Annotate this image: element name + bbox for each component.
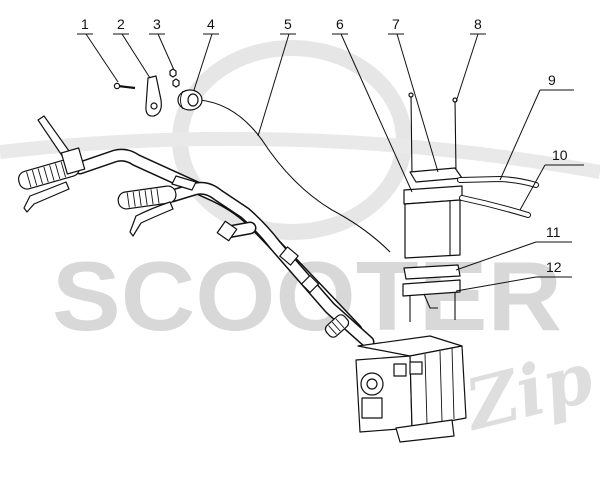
right-grip-ribs — [126, 188, 160, 208]
part-1-screw — [117, 84, 136, 90]
tube-sleeve-body — [324, 314, 350, 338]
right-grip-assembly — [117, 185, 177, 237]
small-parts — [113, 68, 203, 117]
gearbox-window-b — [409, 361, 423, 375]
left-grip-ribs — [26, 161, 67, 188]
watermark-swoosh — [0, 131, 600, 179]
leader-2 — [113, 33, 151, 79]
callout-12: 12 — [546, 259, 562, 275]
part-4-grommet-inner — [187, 93, 199, 107]
part-7-cap — [409, 167, 463, 183]
leader-10 — [519, 164, 584, 211]
left-grip-assembly — [17, 115, 86, 213]
leader-11 — [455, 241, 572, 271]
part-2-clip — [145, 75, 162, 117]
callout-4: 4 — [207, 16, 215, 32]
callout-1: 1 — [81, 16, 89, 32]
callout-6: 6 — [336, 16, 344, 32]
watermark: SCOOTER Zip — [0, 40, 600, 447]
right-tube-fill — [167, 183, 373, 347]
rod-tip-left — [408, 92, 414, 98]
part-4-grommet-ring — [180, 90, 184, 110]
watermark-script: Zip — [455, 335, 600, 447]
right-grip — [117, 185, 177, 210]
callout-2: 2 — [117, 16, 125, 32]
callout-5: 5 — [284, 16, 292, 32]
leader-8 — [455, 33, 486, 103]
side-cables — [457, 175, 539, 218]
leader-1 — [77, 33, 119, 83]
part-5-cable — [199, 99, 391, 253]
leader-6 — [332, 33, 413, 193]
callout-labels: 1 2 3 4 5 6 7 8 9 10 11 12 — [81, 16, 568, 275]
gearbox — [355, 335, 467, 443]
gearbox-shaft-inner — [366, 378, 378, 390]
tube-clamp-lower — [300, 274, 320, 294]
tube-sleeve — [324, 314, 350, 338]
callout-9: 9 — [548, 72, 556, 88]
left-lever-mount — [60, 147, 86, 175]
callout-11: 11 — [546, 224, 561, 240]
left-lower-lever — [23, 181, 70, 213]
part-1-screw-head — [113, 82, 121, 90]
part-12-bracket — [402, 279, 461, 297]
leader-9 — [499, 89, 574, 181]
gearbox-window-a — [393, 363, 407, 377]
part-11-plate — [403, 264, 461, 280]
callout-3: 3 — [153, 16, 161, 32]
part-3-nut-a — [169, 68, 177, 78]
frame-bracket — [171, 175, 197, 191]
tube-clamp-middle — [279, 246, 299, 266]
callout-10: 10 — [552, 147, 568, 163]
control-box-assembly — [402, 92, 463, 322]
part-8-rod — [454, 99, 457, 173]
gearbox-lower-block — [361, 397, 383, 419]
part-6-box — [404, 199, 461, 259]
callout-8: 8 — [474, 16, 482, 32]
gearbox-base — [395, 419, 455, 443]
leader-7 — [388, 33, 439, 173]
part-10-cable-fill — [460, 196, 530, 217]
right-grip-body — [117, 185, 177, 210]
part-3-nut-b — [172, 78, 180, 88]
tube-clamp-upper — [216, 220, 238, 242]
leader-12 — [455, 276, 572, 292]
part-2-clip-hole — [150, 102, 158, 110]
gearbox-side-ribs — [424, 347, 455, 425]
part-12-legs — [409, 292, 456, 322]
right-lower-lever — [129, 201, 174, 237]
tube-sleeve-ribs — [328, 318, 345, 335]
leader-5 — [257, 33, 296, 137]
leader-3 — [149, 33, 175, 71]
watermark-text: SCOOTER — [52, 241, 562, 351]
leader-lines — [77, 33, 584, 292]
part-7-rod — [410, 94, 413, 177]
leader-4 — [193, 33, 219, 91]
gearbox-side — [409, 345, 467, 429]
callout-7: 7 — [392, 16, 400, 32]
handlebar-frame — [73, 148, 375, 349]
